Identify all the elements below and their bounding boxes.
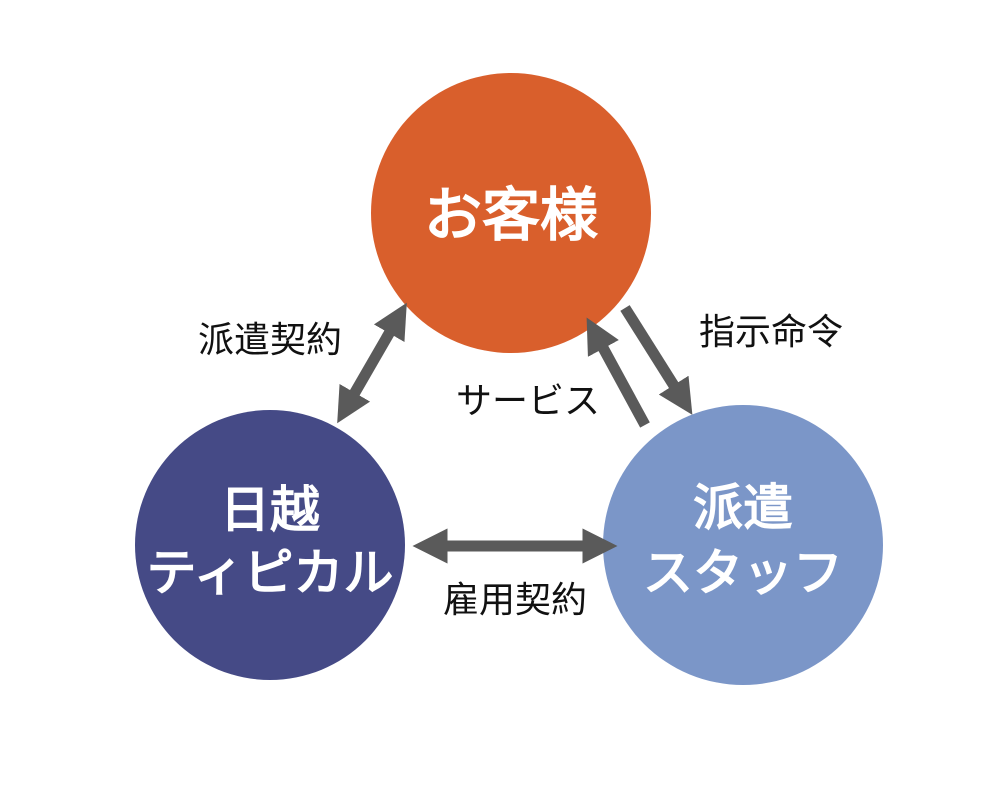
instruction-label: 指示命令: [699, 312, 843, 353]
staff-node: 派遣 スタッフ: [603, 405, 883, 685]
customer-node: お客様: [371, 73, 651, 353]
company-node: 日越 ティピカル: [135, 410, 405, 680]
customer-label: お客様: [424, 181, 599, 249]
company-label-line1: 日越: [220, 480, 321, 539]
service-label: サービス: [456, 381, 600, 422]
staff-label-line1: 派遣: [693, 478, 793, 537]
employment-contract-label: 雇用契約: [443, 580, 587, 621]
company-label-line2: ティピカル: [147, 543, 394, 602]
company-circle: [135, 410, 405, 680]
staff-circle: [603, 405, 883, 685]
dispatch-contract-label: 派遣契約: [198, 320, 342, 361]
customer-circle: [371, 73, 651, 353]
service-arrow: [586, 317, 650, 428]
staff-label-line2: スタッフ: [643, 543, 843, 602]
dispatch-contract-arrow: [337, 302, 407, 424]
instruction-arrow: [620, 305, 693, 415]
